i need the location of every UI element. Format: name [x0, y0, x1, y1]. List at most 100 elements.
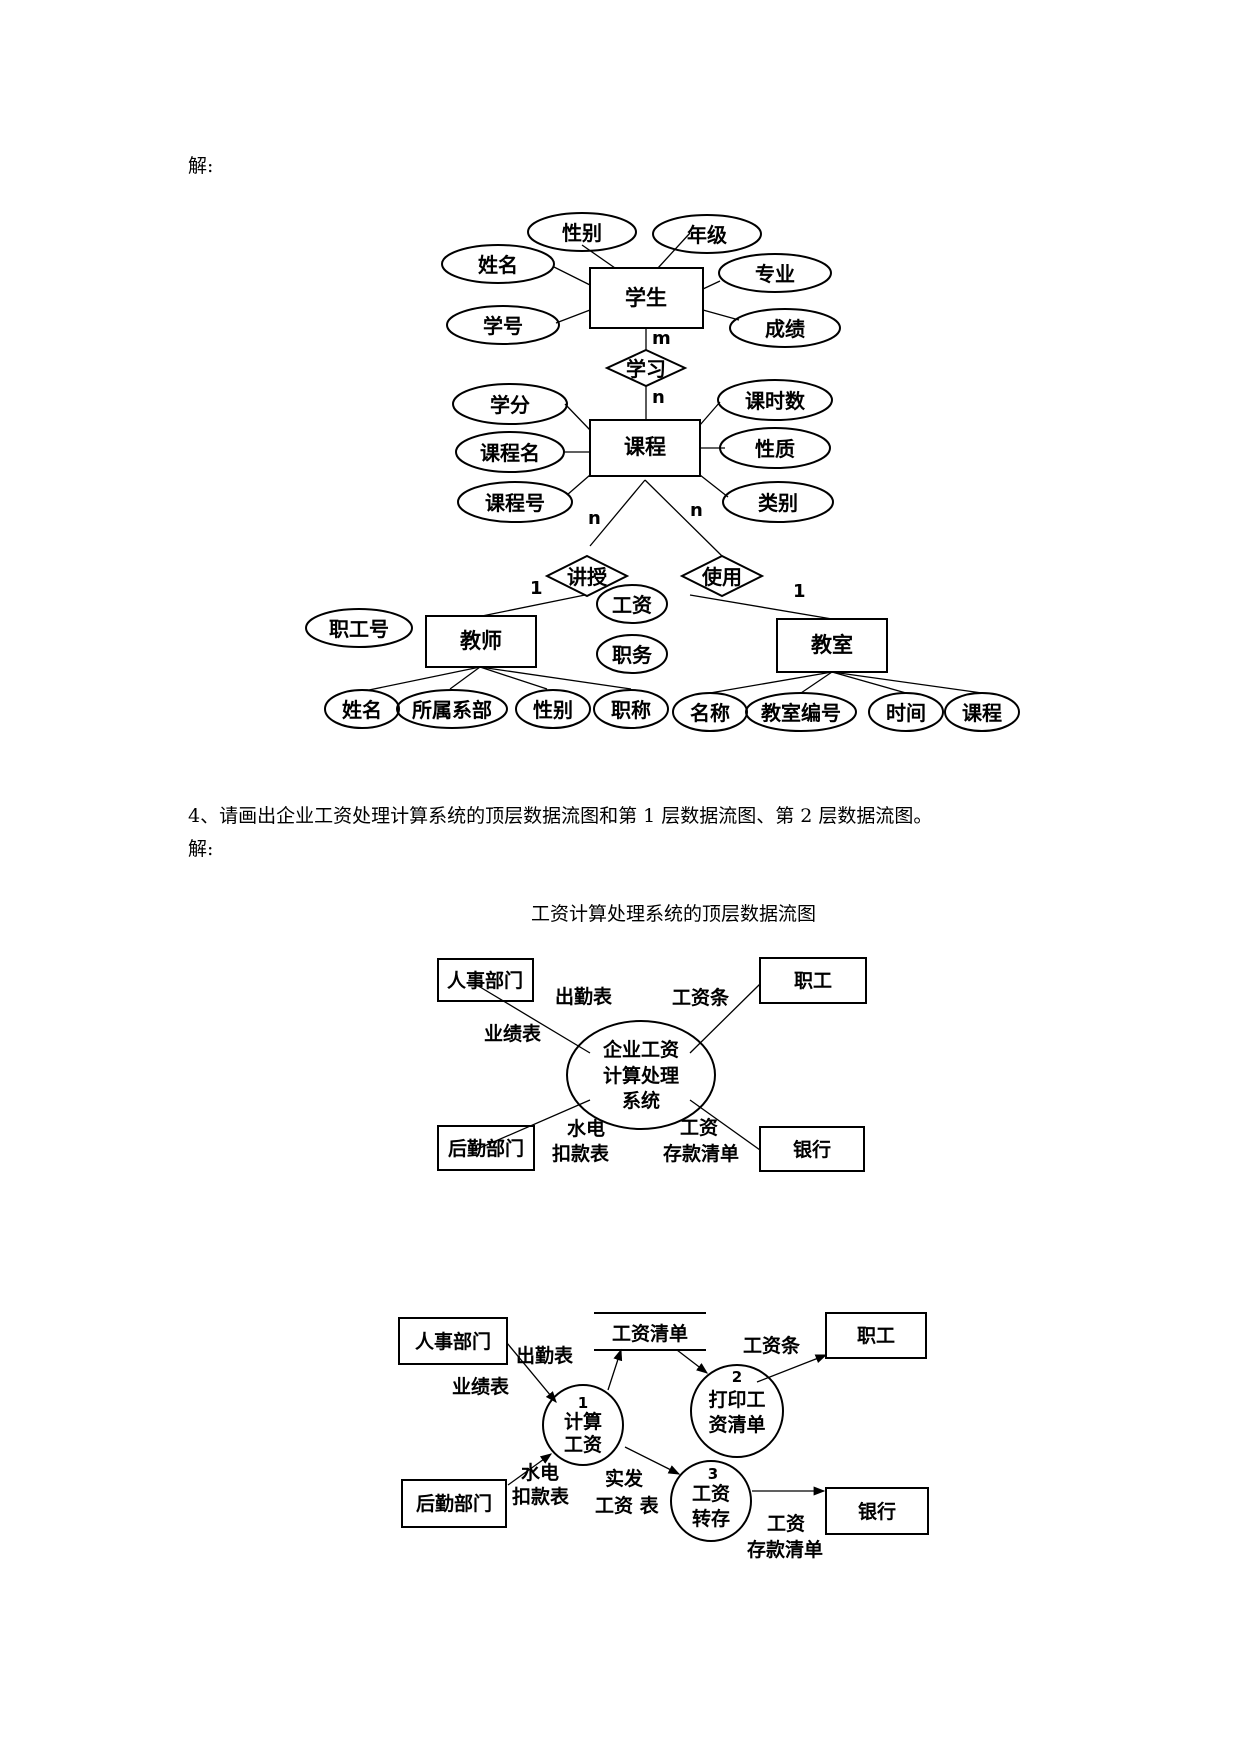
attr-student-id: 学号: [446, 305, 560, 345]
dfd0-flow-performance: 业绩表: [484, 1022, 542, 1045]
dfd1-process-1-line2: 工资: [564, 1433, 602, 1456]
svg-text:专业: 专业: [755, 262, 795, 286]
svg-text:性别: 性别: [533, 698, 573, 722]
attr-classroom-course: 课程: [944, 692, 1020, 732]
dfd1-process-3-line2: 转存: [692, 1507, 730, 1530]
dfd1-entity-bank-label: 银行: [858, 1500, 896, 1523]
dfd0-entity-hr-label: 人事部门: [447, 969, 523, 992]
card-1-use: 1: [793, 581, 806, 602]
attr-course-name: 课程名: [455, 431, 565, 473]
svg-text:学分: 学分: [490, 393, 530, 417]
svg-text:课程号: 课程号: [485, 491, 545, 515]
dfd1-flow-payslip: 工资条: [743, 1334, 801, 1357]
dfd1-process-2-line1: 打印工: [708, 1388, 765, 1411]
dfd1-process-2-line2: 资清单: [708, 1413, 765, 1436]
attr-student-score: 成绩: [729, 308, 841, 348]
entity-course-label: 课程: [624, 435, 666, 459]
top-dfd-title: 工资计算处理系统的顶层数据流图: [531, 903, 817, 925]
dfd1-flow-actual-2: 工资 表: [595, 1494, 660, 1517]
svg-text:课时数: 课时数: [745, 389, 806, 413]
dfd0-process-line2: 计算处理: [603, 1064, 679, 1087]
attr-student-gender: 性别: [527, 212, 637, 252]
attr-classroom-name: 名称: [672, 692, 748, 732]
card-n-teach: n: [588, 508, 601, 529]
relation-use-label: 使用: [701, 565, 742, 589]
svg-text:名称: 名称: [690, 701, 730, 725]
attr-teacher-title: 职称: [593, 689, 669, 729]
dfd1-entity-bank: [825, 1487, 929, 1535]
dfd0-entity-bank: [759, 1126, 865, 1172]
dfd0-entity-staff-label: 职工: [794, 970, 832, 992]
dfd1-flow-attendance: 出勤表: [516, 1344, 574, 1367]
dfd1-entity-logistics-label: 后勤部门: [416, 1492, 492, 1515]
card-n-study: n: [652, 387, 665, 408]
svg-text:性质: 性质: [755, 437, 795, 461]
dfd1-flow-utilities-2: 扣款表: [512, 1485, 570, 1508]
dfd1-process-3-line1: 工资: [692, 1482, 730, 1505]
attr-teacher-gender: 性别: [515, 689, 591, 729]
dfd0-flow-deposit-2: 存款清单: [663, 1142, 739, 1165]
attr-teacher-post: 职务: [596, 634, 668, 674]
attr-teacher-staffid: 职工号: [305, 608, 413, 648]
answer-label-1: 解:: [188, 155, 214, 177]
dfd0-process: [566, 1020, 716, 1130]
dfd0-entity-staff: [759, 957, 867, 1004]
dfd1-flow-deposit-1: 工资: [767, 1512, 805, 1535]
relation-teach: [544, 554, 630, 598]
card-1-teach: 1: [530, 578, 543, 599]
attr-course-id: 课程号: [457, 481, 573, 523]
dfd1-entity-staff: [825, 1312, 927, 1359]
dfd0-process-line3: 系统: [622, 1089, 660, 1112]
dfd0-flow-payslip: 工资条: [672, 986, 730, 1009]
relation-study: [604, 348, 688, 388]
dfd0-entity-logistics-label: 后勤部门: [448, 1137, 524, 1160]
dfd1-process-2-num: 2: [732, 1368, 742, 1386]
dfd0-flow-utilities-1: 水电: [567, 1117, 605, 1140]
entity-student-label: 学生: [625, 286, 667, 310]
dfd1-connectors: [506, 1342, 828, 1496]
attr-course-credit: 学分: [452, 383, 568, 425]
svg-text:课程名: 课程名: [480, 441, 540, 465]
dfd0-entity-bank-label: 银行: [793, 1138, 831, 1161]
attr-teacher-name: 姓名: [324, 689, 400, 729]
svg-text:姓名: 姓名: [478, 253, 518, 277]
svg-text:职称: 职称: [611, 698, 651, 722]
dfd0-entity-hr: [437, 958, 534, 1002]
svg-text:教室编号: 教室编号: [761, 701, 841, 725]
card-n-use: n: [690, 500, 703, 521]
relation-teach-label: 讲授: [567, 565, 608, 589]
attr-student-major: 专业: [718, 253, 832, 293]
dfd1-flow-utilities-1: 水电: [521, 1461, 559, 1484]
entity-teacher-label: 教师: [460, 629, 502, 653]
attr-classroom-time: 时间: [868, 692, 944, 732]
dfd0-flow-utilities-2: 扣款表: [552, 1142, 610, 1165]
attr-course-category: 类别: [722, 481, 834, 523]
entity-classroom: [776, 618, 888, 673]
svg-text:性别: 性别: [562, 221, 602, 245]
entity-teacher: [425, 615, 537, 668]
dfd1-flow-actual-1: 实发: [605, 1467, 644, 1490]
svg-text:时间: 时间: [886, 701, 926, 725]
dfd1-entity-staff-label: 职工: [857, 1325, 895, 1347]
svg-text:所属系部: 所属系部: [412, 698, 492, 722]
entity-student: [589, 267, 704, 329]
attr-course-nature: 性质: [719, 427, 831, 469]
card-m: m: [652, 328, 671, 349]
svg-text:姓名: 姓名: [342, 698, 382, 722]
attr-teacher-dept: 所属系部: [396, 689, 508, 729]
dfd1-datastore-label: 工资清单: [612, 1322, 688, 1345]
dfd1-process-3-num: 3: [708, 1465, 718, 1483]
dfd1-flow-performance: 业绩表: [452, 1375, 510, 1398]
dfd1-process-1: [542, 1384, 624, 1466]
attr-teacher-salary: 工资: [596, 584, 668, 624]
dfd1-datastore-payroll: 工资清单: [594, 1312, 706, 1351]
attr-classroom-id: 教室编号: [745, 692, 857, 732]
er-connectors: [368, 232, 983, 694]
svg-text:类别: 类别: [758, 491, 798, 515]
svg-text:成绩: 成绩: [765, 317, 805, 341]
answer-label-2: 解:: [188, 838, 214, 860]
dfd1-process-1-line1: 计算: [564, 1410, 602, 1433]
er-diagram: 学生 性别 年级 姓名 专业 学号 成绩 m 学习 n 课程 学分 课时数 课程…: [305, 212, 1020, 732]
